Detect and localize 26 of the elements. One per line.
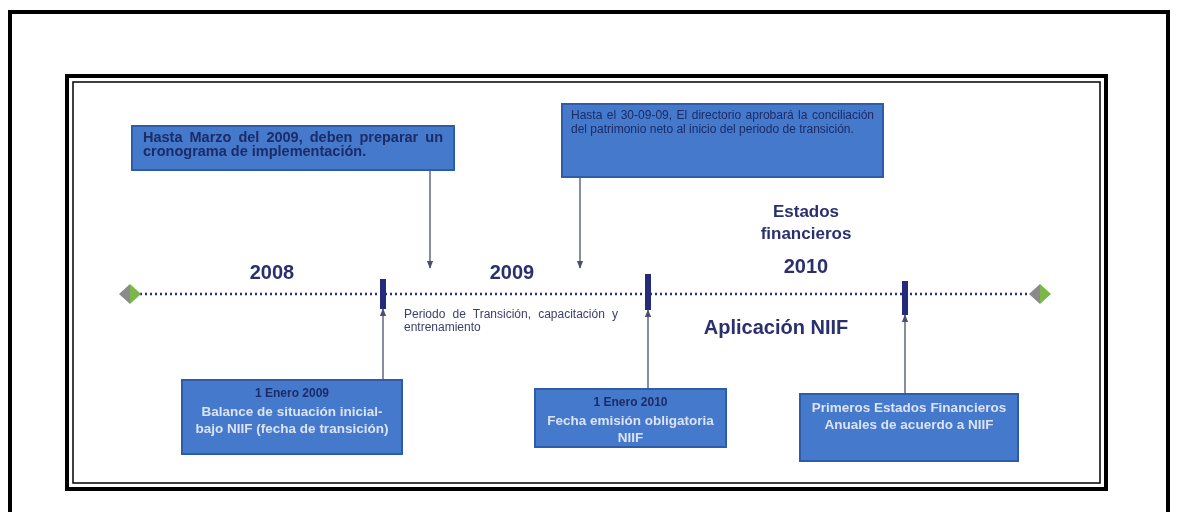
period-note: Periodo de Transición, capacitación y entrenamiento	[404, 308, 618, 334]
text-box	[799, 393, 1019, 462]
text-box	[131, 125, 455, 171]
year-label: 2008	[248, 260, 296, 284]
text-box	[181, 379, 403, 455]
text-box	[561, 103, 884, 178]
period-label: Estados financieros	[759, 201, 853, 245]
event-text: Primeros Estados Financieros Anuales de acuerdo a NIIF	[810, 399, 1008, 433]
period-label: Aplicación NIIF	[702, 316, 850, 338]
event-text: Balance de situación inicial-bajo NIIF (fecha de transición)	[194, 403, 390, 437]
year-label: 2010	[782, 254, 830, 278]
timeline-tick	[645, 274, 651, 310]
text-box	[534, 388, 727, 448]
event-text: Fecha emisión obligatoria NIIF	[546, 412, 715, 446]
note-text: Hasta el 30-09-09, El directorio aprobará la conciliación del patrimonio neto al inicio del periodo de transición.	[571, 108, 874, 136]
year-label: 2009	[488, 260, 536, 284]
timeline-tick	[902, 281, 908, 315]
note-text: Hasta Marzo del 2009, deben preparar un cronograma de implementación.	[143, 130, 443, 158]
arrow	[379, 308, 387, 380]
arrow	[576, 177, 584, 269]
arrow	[901, 314, 909, 394]
date-heading: 1 Enero 2010	[592, 394, 669, 410]
arrow	[644, 309, 652, 389]
timeline-tick	[380, 279, 386, 309]
arrow	[426, 170, 434, 269]
date-heading: 1 Enero 2009	[253, 385, 330, 401]
